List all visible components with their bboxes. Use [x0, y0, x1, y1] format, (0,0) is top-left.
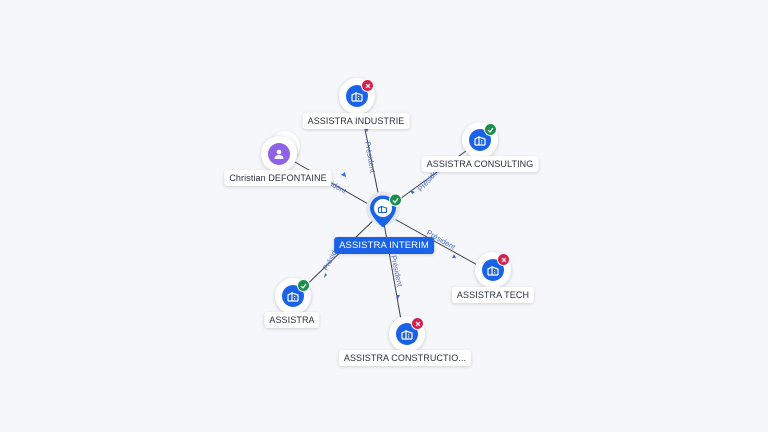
- node-label-construction[interactable]: ASSISTRA CONSTRUCTIO...: [338, 350, 472, 366]
- arrow-consulting: [410, 190, 415, 194]
- status-closed-icon: [497, 253, 510, 266]
- status-active-icon: [389, 193, 402, 207]
- person-icon: [268, 143, 290, 165]
- status-closed-icon: [361, 79, 374, 92]
- edge-label-construction: Président: [389, 255, 405, 289]
- node-halo: [475, 252, 511, 288]
- node-assistra-tech[interactable]: [475, 252, 511, 288]
- status-active-icon: [484, 123, 497, 136]
- node-assistra-interim[interactable]: [366, 191, 402, 241]
- edge-label-industrie: Président: [363, 141, 378, 175]
- node-halo: [389, 316, 425, 352]
- node-label-industrie[interactable]: ASSISTRA INDUSTRIE: [302, 113, 410, 129]
- arrow-person: [341, 172, 346, 177]
- node-label-consulting[interactable]: ASSISTRA CONSULTING: [421, 156, 539, 172]
- node-christian-defontaine[interactable]: [261, 136, 297, 172]
- node-assistra-construction[interactable]: [389, 316, 425, 352]
- node-label-center[interactable]: ASSISTRA INTERIM: [334, 237, 434, 254]
- node-assistra-consulting[interactable]: [462, 122, 498, 158]
- node-label-tech[interactable]: ASSISTRA TECH: [451, 287, 535, 303]
- arrow-industrie: [365, 128, 369, 132]
- status-closed-icon: [411, 317, 424, 330]
- arrow-tech: [452, 254, 456, 258]
- node-assistra[interactable]: [275, 278, 311, 314]
- node-halo: [261, 136, 297, 172]
- status-active-icon: [297, 279, 310, 292]
- edge-tech: [381, 211, 491, 273]
- node-halo: [275, 278, 311, 314]
- node-label-assistra[interactable]: ASSISTRA: [264, 312, 320, 328]
- node-halo: [339, 78, 375, 114]
- node-halo: [462, 122, 498, 158]
- arrow-construction: [396, 295, 400, 299]
- arrow-assistra: [324, 273, 327, 278]
- node-assistra-industrie[interactable]: [339, 78, 375, 114]
- edge-person: [280, 153, 383, 213]
- node-label-person[interactable]: Christian DEFONTAINE: [224, 170, 332, 186]
